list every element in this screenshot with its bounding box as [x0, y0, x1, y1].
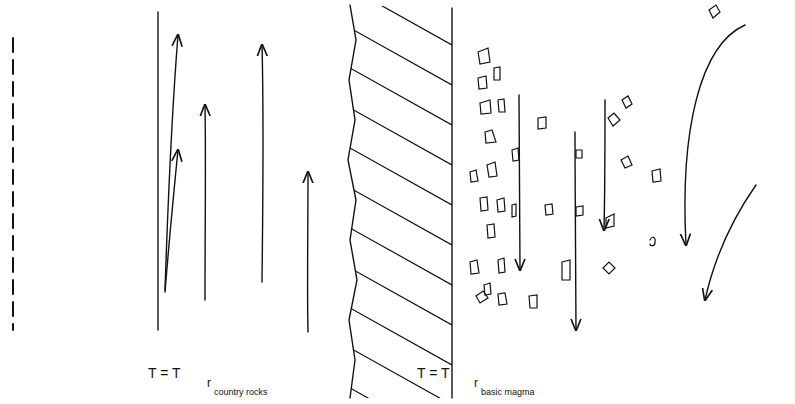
- subscript-label: country rocks: [214, 388, 268, 397]
- subscript-label: r: [207, 377, 211, 389]
- subscript-label: r: [474, 377, 478, 389]
- subscript-label: basic magma: [481, 388, 535, 397]
- temperature-label: T = T: [417, 366, 450, 380]
- temperature-label: T = T: [148, 366, 181, 380]
